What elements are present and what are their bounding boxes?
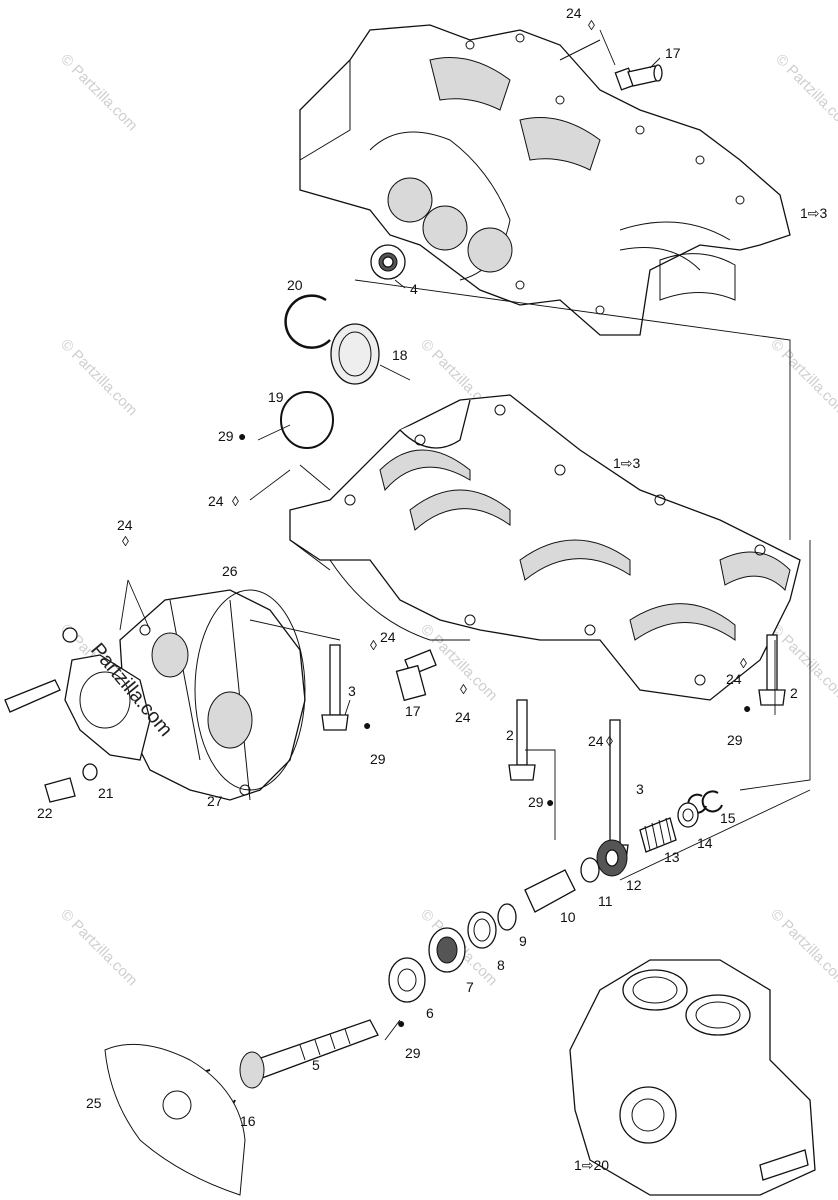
- droplet-icon: ◊: [122, 533, 129, 549]
- droplet-icon: ◊: [740, 655, 747, 671]
- watermark: © Partzilla.com: [57, 51, 140, 134]
- droplet-icon: ◊: [588, 17, 595, 33]
- droplet-icon: ◊: [606, 733, 613, 749]
- watermark: © Partzilla.com: [57, 336, 140, 419]
- droplet-icon: ●: [546, 794, 554, 810]
- callout-10: 10: [560, 909, 576, 925]
- callout-3: 3: [636, 781, 644, 797]
- callout-24: 24: [117, 517, 133, 533]
- callout-15: 15: [720, 810, 736, 826]
- callout-25: 25: [86, 1095, 102, 1111]
- callout-26: 26: [222, 563, 238, 579]
- callout-19: 19: [268, 389, 284, 405]
- watermark: © Partzilla.com: [772, 51, 838, 134]
- callout-6: 6: [426, 1005, 434, 1021]
- callout-20: 20: [287, 277, 303, 293]
- callout-7: 7: [466, 979, 474, 995]
- callout-24: 24: [455, 709, 471, 725]
- callout-29: 29: [370, 751, 386, 767]
- callout-17: 17: [405, 703, 421, 719]
- callout-9: 9: [519, 933, 527, 949]
- callout-8: 8: [497, 957, 505, 973]
- engine-assembly-thumbnail: [569, 959, 816, 1196]
- droplet-icon: ◊: [460, 681, 467, 697]
- callout-2: 2: [790, 685, 798, 701]
- callout-14: 14: [697, 835, 713, 851]
- lower-crankcase: [289, 394, 801, 701]
- callout-29: 29: [528, 794, 544, 810]
- ring-parts: [280, 294, 380, 449]
- callout-5: 5: [312, 1057, 320, 1073]
- callout-labels: 24 ◊ 17 1⇨3 4 20 18 19 29 ● 1⇨3 24 ◊ 24 …: [37, 5, 828, 1173]
- callout-17: 17: [665, 45, 681, 61]
- callout-29: 29: [218, 428, 234, 444]
- watermark: © Partzilla.com: [767, 906, 838, 989]
- callout-4: 4: [410, 281, 418, 297]
- droplet-icon: ◊: [232, 493, 239, 509]
- callout-24: 24: [208, 493, 224, 509]
- shaft-assembly: [104, 790, 723, 1196]
- droplet-icon: ●: [743, 700, 751, 716]
- crankcase-cover: [119, 589, 306, 801]
- callout-29: 29: [405, 1045, 421, 1061]
- callout-1-3: 1⇨3: [800, 205, 828, 221]
- watermark: © Partzilla.com: [767, 336, 838, 419]
- callout-16: 16: [240, 1113, 256, 1129]
- callout-24: 24: [588, 733, 604, 749]
- leader-lines: [119, 29, 811, 1041]
- callout-24: 24: [380, 629, 396, 645]
- callout-22: 22: [37, 805, 53, 821]
- callout-1-3: 1⇨3: [613, 455, 641, 471]
- callout-27: 27: [207, 793, 223, 809]
- callout-18: 18: [392, 347, 408, 363]
- droplet-icon: ◊: [370, 637, 377, 653]
- seal-4: [370, 244, 406, 280]
- elbow-fitting-mid: [395, 649, 437, 702]
- callout-24: 24: [726, 671, 742, 687]
- watermark: © Partzilla.com: [57, 906, 140, 989]
- droplet-icon: ●: [397, 1015, 405, 1031]
- callout-12: 12: [626, 877, 642, 893]
- callout-3: 3: [348, 683, 356, 699]
- bolts: [321, 634, 786, 861]
- callout-24: 24: [566, 5, 582, 21]
- elbow-fitting-top: [614, 64, 663, 91]
- callout-13: 13: [664, 849, 680, 865]
- droplet-icon: ●: [363, 717, 371, 733]
- callout-11: 11: [598, 893, 613, 909]
- upper-crankcase: [299, 24, 791, 336]
- droplet-icon: ●: [238, 428, 246, 444]
- callout-2: 2: [506, 727, 514, 743]
- callout-21: 21: [98, 785, 114, 801]
- callout-1-20: 1⇨20: [574, 1157, 609, 1173]
- gasket-and-screws: [4, 627, 151, 803]
- callout-29: 29: [727, 732, 743, 748]
